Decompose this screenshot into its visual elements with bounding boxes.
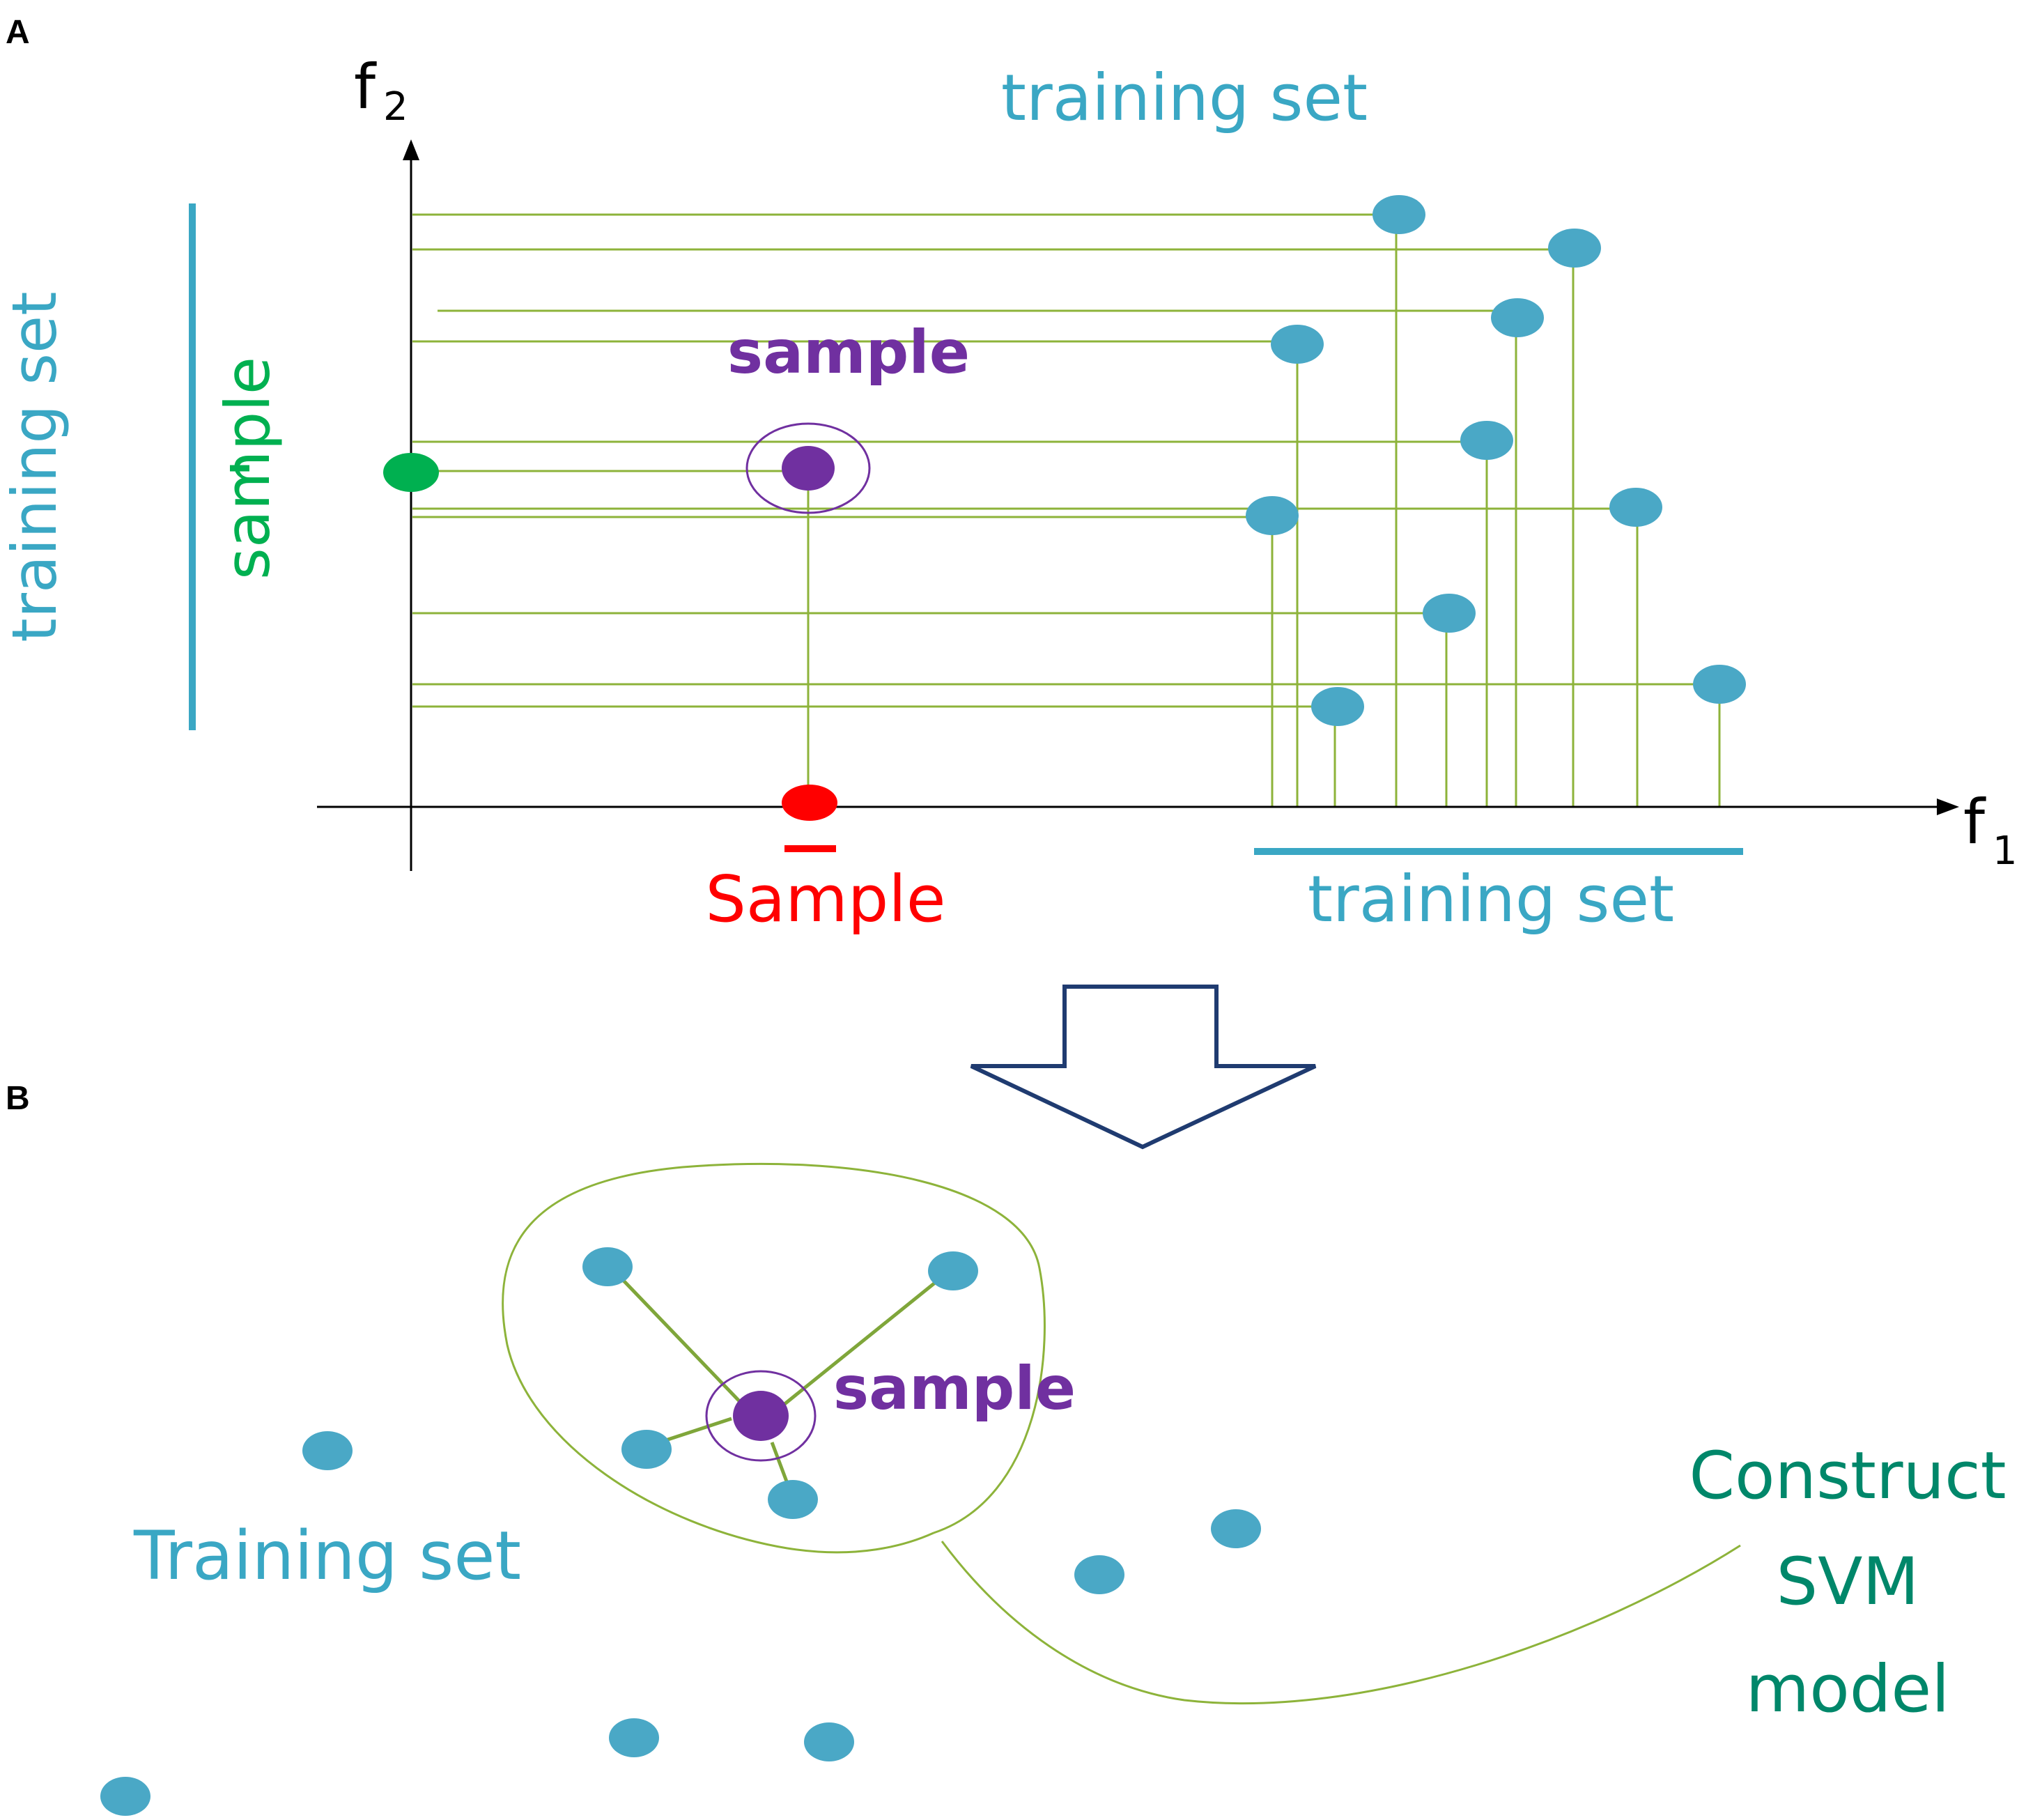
x-axis-label: f xyxy=(1963,786,1986,858)
panel-a-training-points xyxy=(1246,195,1746,726)
y-axis-label: f xyxy=(354,51,377,123)
left-training-set-label: training set xyxy=(0,291,70,642)
x-sample-label: Sample xyxy=(706,862,946,936)
training-point xyxy=(1074,1555,1124,1594)
x-axis-arrowhead xyxy=(1937,799,1959,815)
training-point xyxy=(1491,298,1544,337)
x-axis-subscript: 1 xyxy=(1993,828,2018,874)
training-point xyxy=(1548,229,1601,268)
y-axis-subscript: 2 xyxy=(383,84,408,130)
y-axis-arrowhead xyxy=(403,139,419,160)
panel-b-training-label: Training set xyxy=(133,1517,521,1595)
sample-point-halo xyxy=(745,422,871,514)
bottom-training-set-label: training set xyxy=(1308,862,1674,936)
training-point xyxy=(804,1722,854,1761)
training-point xyxy=(1693,665,1746,704)
training-point xyxy=(1372,195,1425,234)
training-point xyxy=(582,1247,633,1286)
training-point xyxy=(1271,325,1324,364)
horizontal-projection-lines xyxy=(412,213,1714,708)
x-projection-point xyxy=(782,785,837,821)
top-training-set-label: training set xyxy=(1001,61,1368,135)
sample-point-b-halo xyxy=(705,1370,817,1462)
training-point xyxy=(621,1430,672,1469)
training-point xyxy=(1311,687,1364,726)
svg-text:SVM: SVM xyxy=(1776,1544,1919,1620)
training-point xyxy=(768,1480,818,1519)
training-point xyxy=(1246,496,1299,535)
training-point xyxy=(302,1431,353,1470)
sample-label: sample xyxy=(727,318,970,387)
training-point xyxy=(1609,488,1662,527)
sample-point-b xyxy=(733,1391,789,1441)
panel-a-letter: A xyxy=(6,14,30,51)
axes xyxy=(317,155,1938,871)
training-point xyxy=(1211,1509,1261,1548)
neighborhood-boundary xyxy=(502,1162,1046,1554)
boundary-tail xyxy=(941,1541,1741,1705)
sample-point xyxy=(782,446,835,491)
training-point xyxy=(928,1251,978,1290)
training-point xyxy=(100,1777,150,1816)
panel-b-sample-label: sample xyxy=(833,1354,1076,1424)
training-point xyxy=(1460,421,1513,460)
training-point xyxy=(1423,594,1476,633)
down-arrow xyxy=(970,985,1317,1150)
vertical-projection-lines xyxy=(807,216,1721,807)
training-point xyxy=(609,1718,659,1757)
svg-text:Construct: Construct xyxy=(1689,1438,2006,1514)
y-projection-point xyxy=(383,453,439,492)
panel-b-training-points xyxy=(100,1247,1261,1816)
construct-svm-label: Construct SVM model xyxy=(1689,1438,2006,1727)
svg-text:model: model xyxy=(1746,1651,1950,1727)
panel-b-letter: B xyxy=(6,1080,30,1117)
